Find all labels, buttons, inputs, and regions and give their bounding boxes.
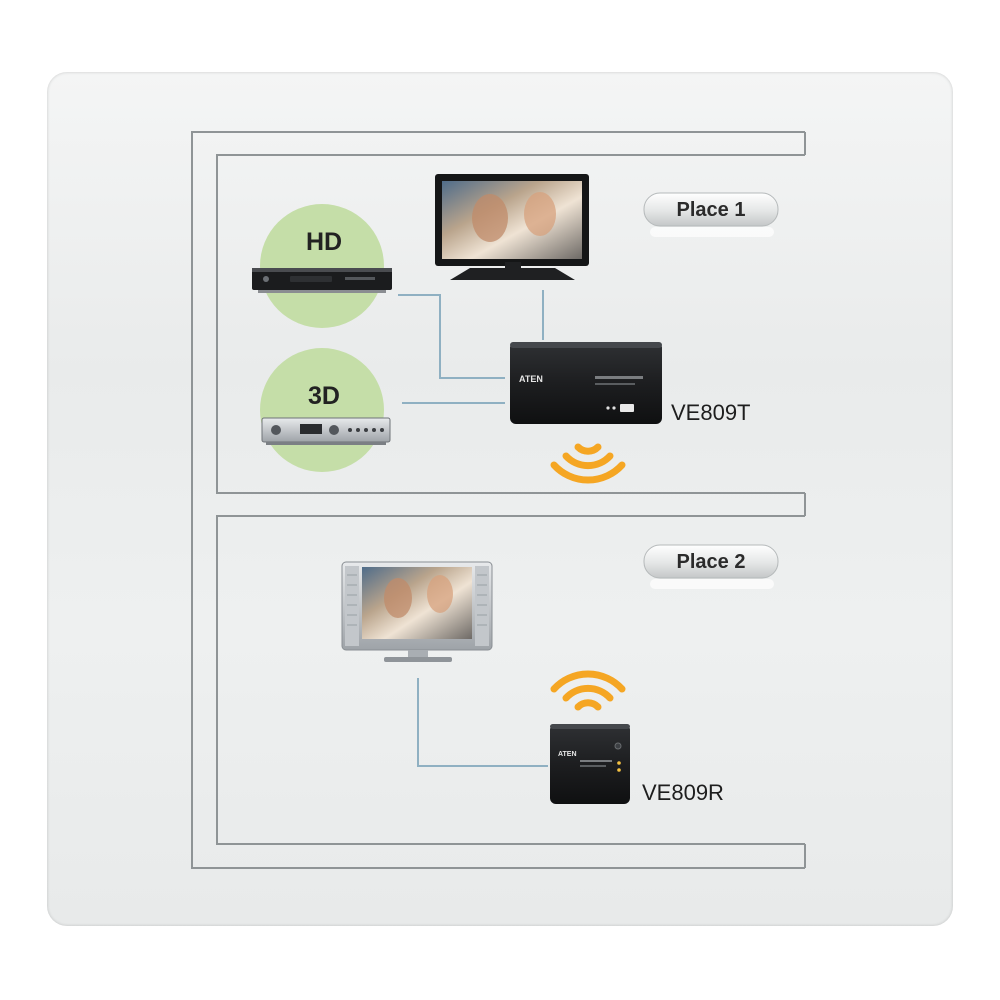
outer-wall <box>191 131 805 869</box>
place-2-wall <box>216 515 805 845</box>
ve809t-brand: ATEN <box>519 374 543 384</box>
hd-badge-text: HD <box>306 228 342 256</box>
ve809r-brand: ATEN <box>558 751 577 758</box>
place-1-label: Place 1 <box>643 192 779 237</box>
ve809r-receiver-icon: ATEN <box>550 724 630 804</box>
place-1-tv-icon <box>435 174 589 280</box>
3d-source: 3D <box>260 348 391 472</box>
hd-source: HD <box>252 204 392 328</box>
transmitter-wireless-icon <box>550 443 626 484</box>
place-2-text: Place 2 <box>677 551 746 573</box>
place-2-label: Place 2 <box>643 544 779 589</box>
place-1-text: Place 1 <box>677 199 746 221</box>
ve809t-transmitter-icon: ATEN <box>510 342 662 424</box>
blu-ray-player-icon <box>252 268 392 293</box>
ve809r-model-label: VE809R <box>642 780 724 805</box>
place-1-wall <box>216 154 805 494</box>
hd-badge <box>260 204 384 328</box>
ve809t-model-label: VE809T <box>671 400 751 425</box>
place-2-monitor-icon <box>341 561 493 662</box>
cable-receiver-to-monitor <box>417 678 548 767</box>
3d-badge-text: 3D <box>308 382 340 410</box>
av-receiver-icon <box>261 417 391 445</box>
cable-hd-to-transmitter <box>398 294 505 379</box>
receiver-wireless-icon <box>550 670 626 711</box>
cables <box>398 290 548 767</box>
3d-badge <box>260 348 384 472</box>
building-walls <box>191 131 806 869</box>
